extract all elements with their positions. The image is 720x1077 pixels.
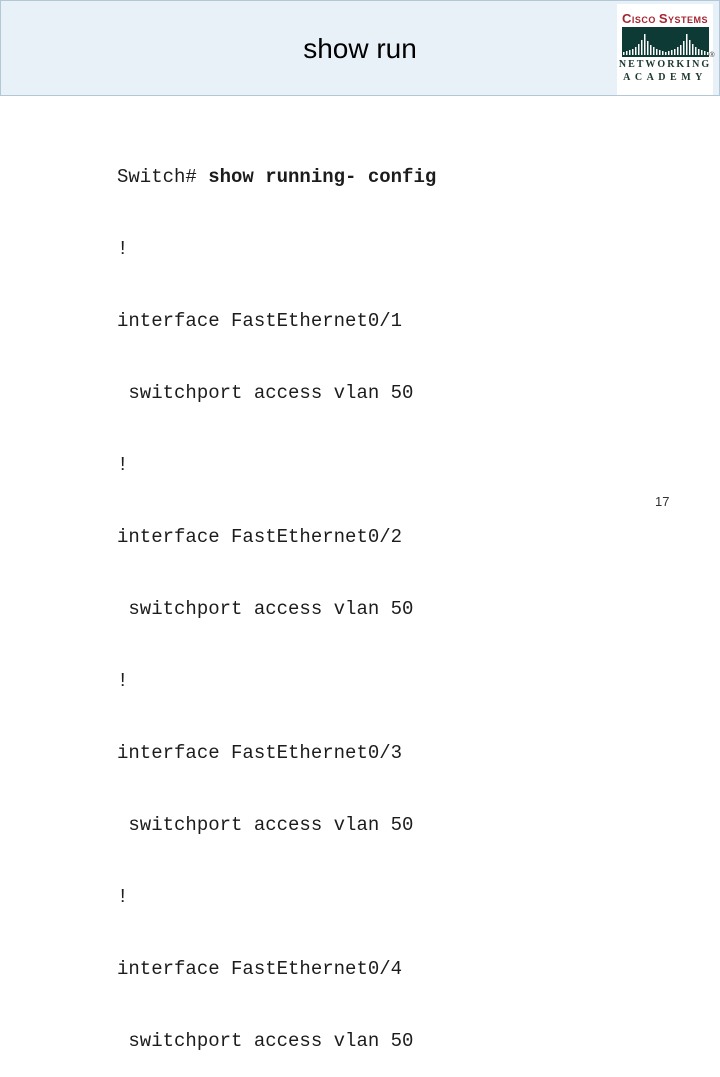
slide-header — [0, 0, 720, 96]
console-line: interface FastEthernet0/3 — [117, 742, 403, 764]
cisco-brand-text: CISCO SYSTEMS — [617, 11, 713, 26]
academy-label: ACADEMY — [623, 72, 707, 83]
cisco-brand-word: SYSTEMS — [658, 11, 709, 26]
console-line: ! — [117, 454, 129, 476]
console-output: Switch# show running- config ! interface… — [117, 117, 436, 1077]
cisco-brand-word: CISCO — [621, 11, 656, 26]
console-prompt: Switch# — [117, 166, 209, 188]
console-line: switchport access vlan 50 — [117, 1030, 414, 1052]
console-line: switchport access vlan 50 — [117, 382, 414, 404]
console-command: show running- config — [208, 166, 437, 188]
console-line: ! — [117, 670, 129, 692]
cisco-bridge-icon: ® — [621, 27, 715, 59]
console-line: ! — [117, 886, 129, 908]
console-line: interface FastEthernet0/1 — [117, 310, 403, 332]
networking-label: NETWORKING — [618, 59, 712, 70]
console-line: ! — [117, 238, 129, 260]
console-line: switchport access vlan 50 — [117, 814, 414, 836]
registered-trademark-icon: ® — [709, 52, 715, 59]
console-line: interface FastEthernet0/4 — [117, 958, 403, 980]
console-line: switchport access vlan 50 — [117, 598, 414, 620]
slide-title: show run — [303, 33, 417, 64]
page-number: 17 — [655, 494, 670, 509]
console-line-command: Switch# show running- config — [117, 165, 436, 189]
console-line: interface FastEthernet0/2 — [117, 526, 403, 548]
cisco-logo: CISCO SYSTEMS — [617, 4, 715, 95]
